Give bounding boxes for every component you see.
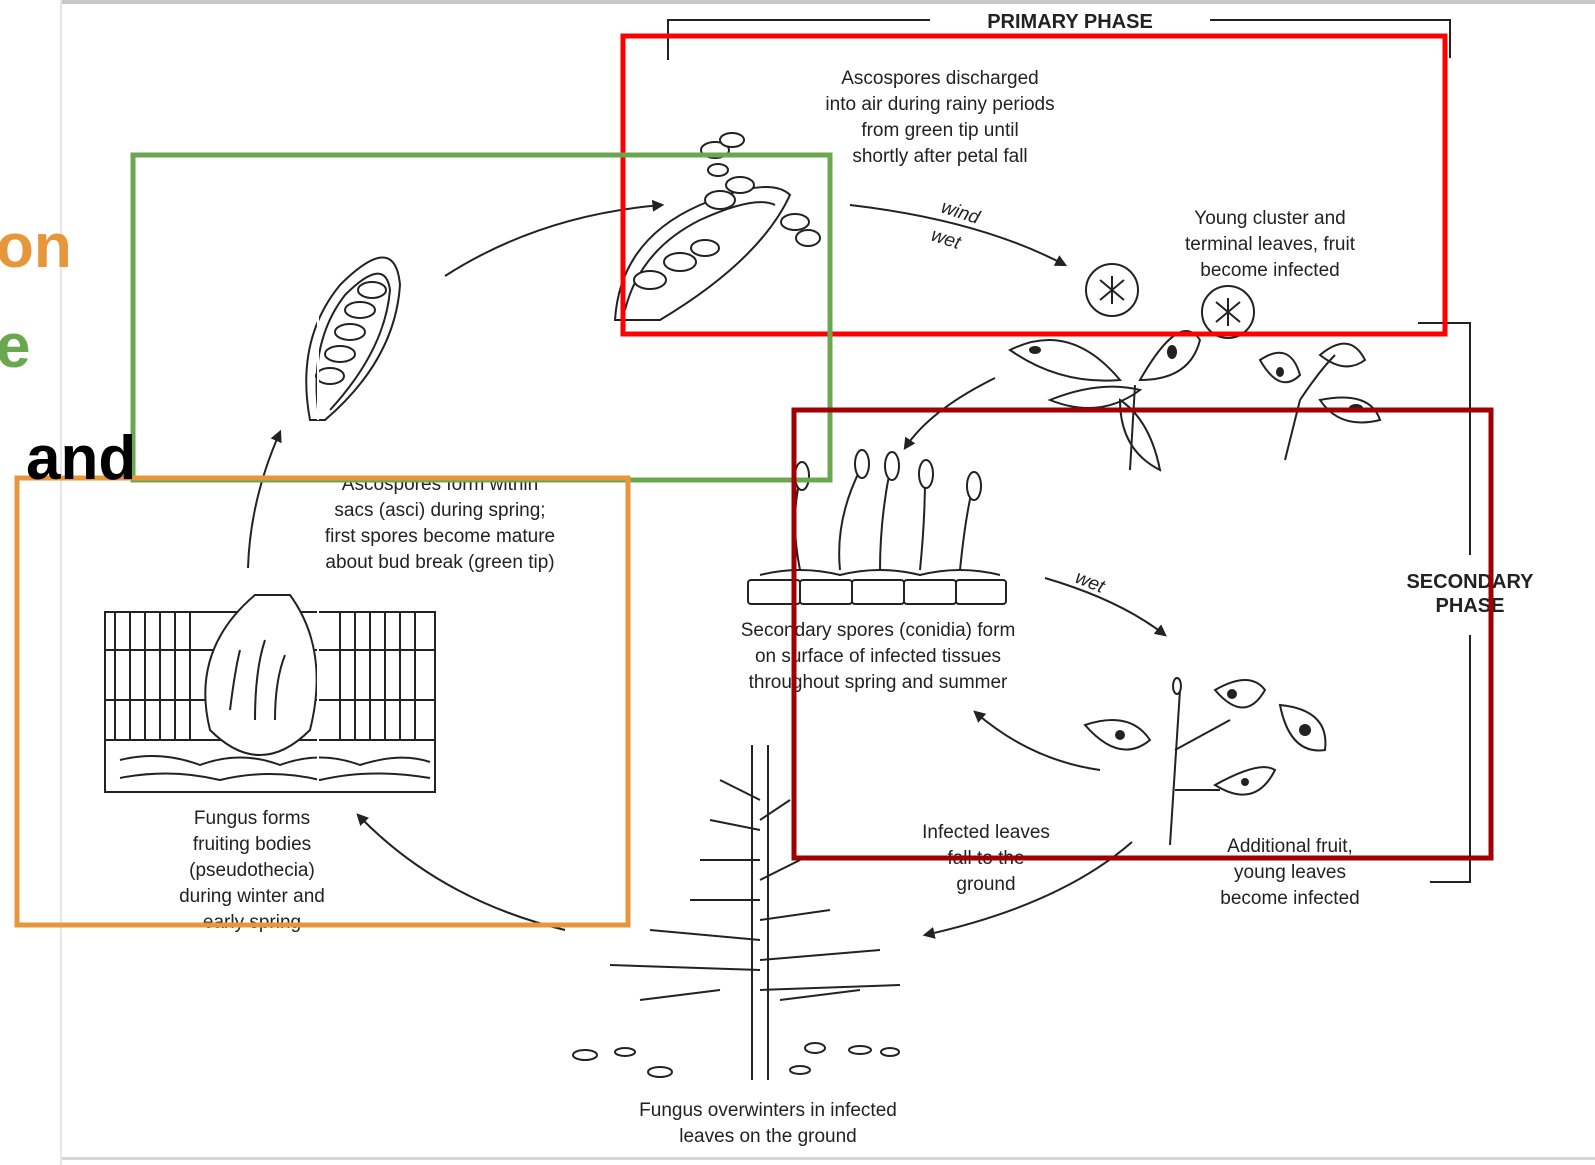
svg-text:throughout spring and summer: throughout spring and summer [749,672,1008,693]
primary-phase-label: PRIMARY PHASE [987,11,1153,33]
slide-text-fragment-2: e [0,316,30,378]
svg-text:Infected leaves: Infected leaves [922,822,1050,843]
pseudothecium-illustration [105,595,435,792]
svg-text:become infected: become infected [1200,260,1339,281]
svg-text:sacs (asci) during spring;: sacs (asci) during spring; [334,500,545,521]
ascospores-form-label: Ascospores form within sacs (asci) durin… [325,474,555,573]
svg-text:into air during rainy periods: into air during rainy periods [825,94,1054,115]
svg-text:about bud break (green tip): about bud break (green tip) [325,552,554,573]
conidia-illustration [748,450,1006,604]
svg-text:Secondary spores (conidia) for: Secondary spores (conidia) form [741,620,1016,641]
svg-text:ground: ground [956,874,1015,895]
svg-text:young leaves: young leaves [1234,862,1346,883]
svg-text:Additional fruit,: Additional fruit, [1227,836,1353,857]
svg-text:Young cluster and: Young cluster and [1194,208,1345,229]
wet-label-primary: wet [928,225,963,254]
svg-text:(pseudothecia): (pseudothecia) [189,860,315,881]
svg-text:fruiting bodies: fruiting bodies [193,834,311,855]
overwinters-label: Fungus overwinters in infected leaves on… [639,1100,897,1147]
slide-text-fragment-3: and [26,428,136,490]
svg-text:terminal leaves, fruit: terminal leaves, fruit [1185,234,1356,255]
svg-text:become infected: become infected [1220,888,1359,909]
svg-text:first spores become mature: first spores become mature [325,526,555,547]
discharging-ascus-illustration [615,133,820,320]
infected-cluster-illustration [1010,264,1380,470]
svg-text:shortly after petal fall: shortly after petal fall [852,146,1027,167]
svg-text:Ascospores discharged: Ascospores discharged [841,68,1039,89]
svg-text:leaves on the ground: leaves on the ground [679,1126,856,1147]
secondary-phase-label-2: PHASE [1436,595,1505,617]
secondary-phase-bracket: SECONDARY PHASE [1406,323,1534,882]
svg-text:during winter and: during winter and [179,886,325,907]
additional-fruit-label: Additional fruit, young leaves become in… [1220,836,1359,909]
infected-shoot-illustration [1085,678,1325,845]
fungus-forms-label: Fungus forms fruiting bodies (pseudothec… [179,808,325,933]
slide-text-fragment-1: on [0,216,72,278]
svg-text:Fungus overwinters in infected: Fungus overwinters in infected [639,1100,897,1121]
svg-text:Fungus forms: Fungus forms [194,808,310,829]
bare-tree-illustration [573,745,900,1080]
young-cluster-label: Young cluster and terminal leaves, fruit… [1185,208,1356,281]
ascus-sac-illustration [306,258,400,421]
secondary-phase-label-1: SECONDARY [1406,571,1534,593]
svg-text:from green tip until: from green tip until [861,120,1018,141]
secondary-spores-label: Secondary spores (conidia) form on surfa… [741,620,1016,693]
ascospores-discharged-label: Ascospores discharged into air during ra… [825,68,1054,167]
